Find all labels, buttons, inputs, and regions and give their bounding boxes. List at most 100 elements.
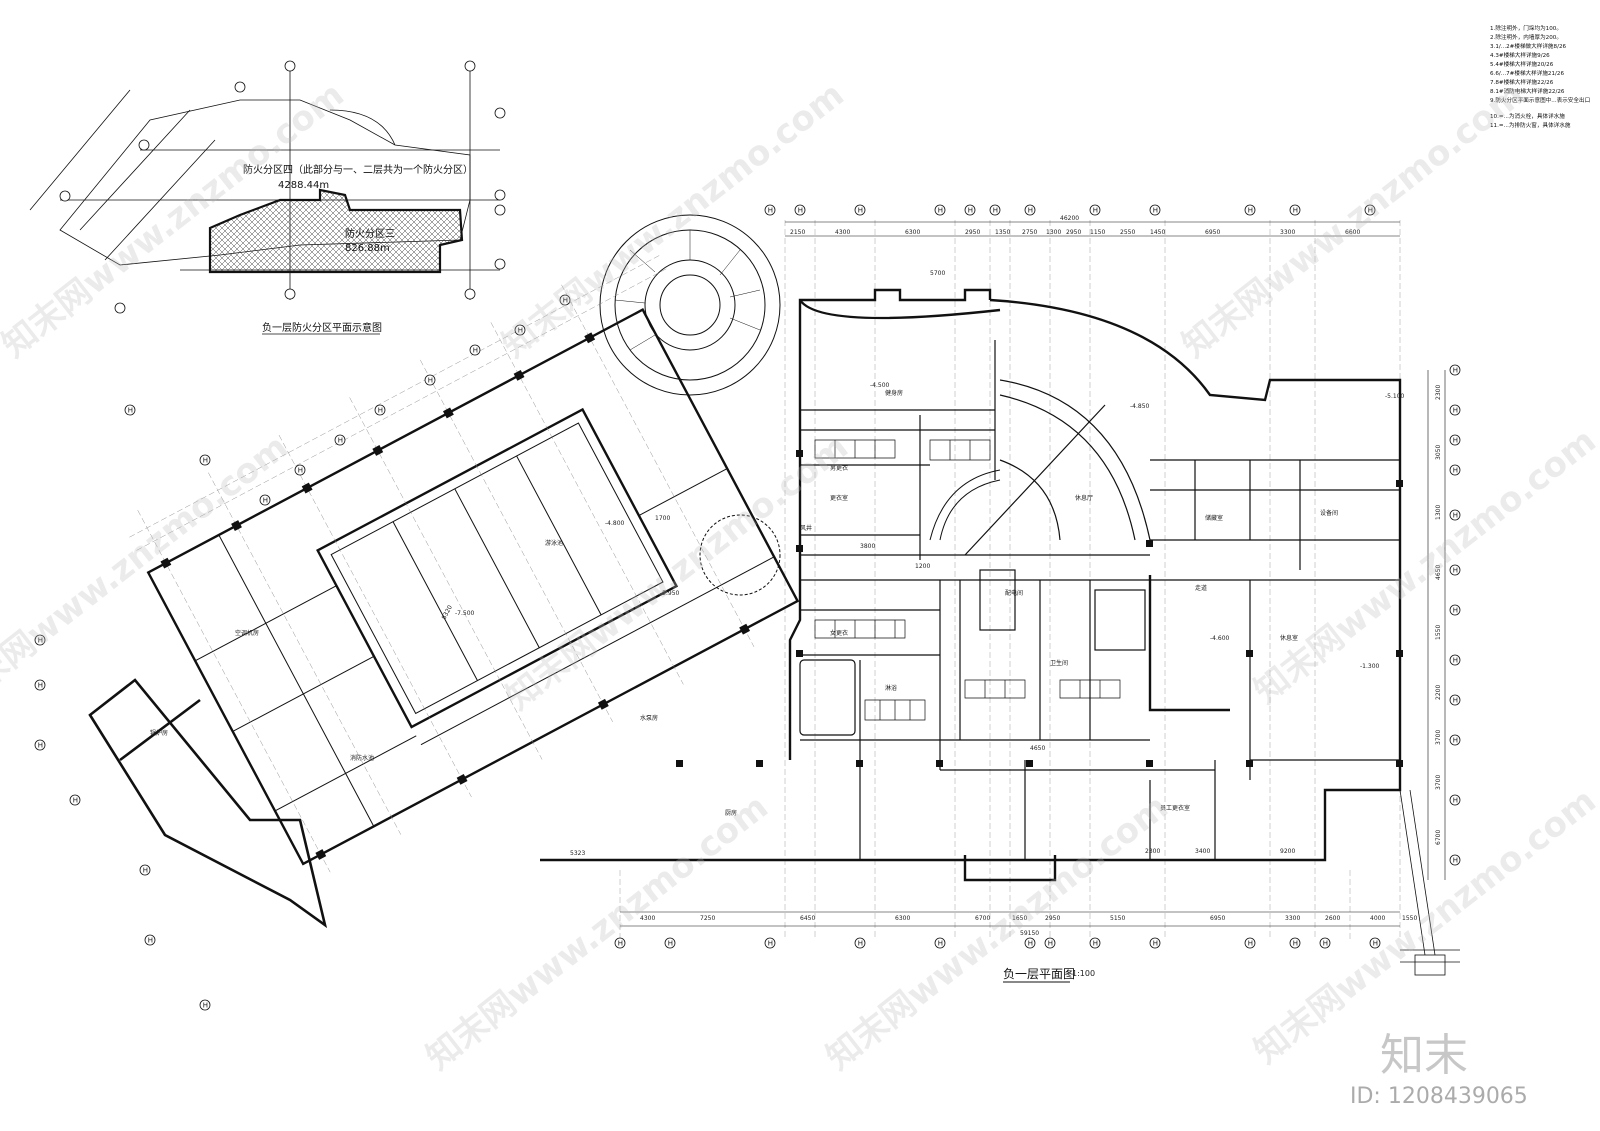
axis-bubble <box>1089 937 1101 949</box>
axis-bubble <box>259 494 271 506</box>
axis-bubble-label: H <box>298 466 303 474</box>
axis-bubble <box>1044 937 1056 949</box>
axis-bubble <box>124 404 136 416</box>
room-boiler: 锅炉房 <box>150 729 168 737</box>
room-corridor: 走道 <box>1195 584 1207 592</box>
bottom-dim-6: 1650 <box>1012 915 1027 922</box>
top-dim-9: 1150 <box>1090 229 1105 236</box>
note-4: 4.3#楼梯大样详施9/26 <box>1490 51 1550 59</box>
note-6: 6.6/...7#楼梯大样详施21/26 <box>1490 69 1564 77</box>
axis-bubble <box>934 937 946 949</box>
axis-bubble-label: H <box>1453 606 1458 614</box>
inner-dim-5: 4650 <box>1030 745 1045 752</box>
axis-bubble-label: H <box>38 741 43 749</box>
axis-bubble-label: H <box>1293 939 1298 947</box>
axis-bubble <box>139 864 151 876</box>
axis-bubble-label: H <box>128 406 133 414</box>
bottom-dim-1: 4300 <box>640 915 655 922</box>
plan-title: 负一层平面图 <box>1003 967 1075 981</box>
inner-dim-3: 3800 <box>860 543 875 550</box>
axis-bubble-label: H <box>73 796 78 804</box>
zone4-area: 4288.44m <box>278 180 329 191</box>
room-rest: 休息室 <box>1280 634 1298 642</box>
axis-bubble-label: H <box>1453 436 1458 444</box>
axis-bubble-label: H <box>1453 736 1458 744</box>
right-dim-3: 1300 <box>1435 505 1442 520</box>
axis-bubble-label: H <box>798 206 803 214</box>
axis-bubble <box>1089 204 1101 216</box>
top-dim-5: 1350 <box>995 229 1010 236</box>
axis-bubble-label: H <box>518 326 523 334</box>
top-dim-8: 2950 <box>1066 229 1081 236</box>
watermark-2: 知末网www.znzmo.com <box>495 75 852 366</box>
top-dim-3: 6300 <box>905 229 920 236</box>
axis-bubble-label: H <box>1153 206 1158 214</box>
axis-bubble <box>144 934 156 946</box>
room-lounge: 休息厅 <box>1075 494 1093 502</box>
fire-zone-keyplan: 防火分区四（此部分与一、二层共为一个防火分区） 4288.44m 防火分区三 8… <box>29 60 506 335</box>
axis-bubble <box>1449 734 1461 746</box>
axis-bubble-label: H <box>143 866 148 874</box>
inner-dim-2: 1700 <box>655 515 670 522</box>
watermark-5: 知末网www.znzmo.com <box>499 427 856 718</box>
watermark-8: 知末网www.znzmo.com <box>819 787 1176 1078</box>
axis-bubble-label: H <box>203 1001 208 1009</box>
room-kitchen: 厨房 <box>725 809 737 817</box>
inner-dim-7: 3400 <box>1195 848 1210 855</box>
axis-bubble <box>1449 464 1461 476</box>
axis-bubble <box>424 374 436 386</box>
room-women-changing: 女更衣 <box>830 629 848 637</box>
axis-bubble-label: H <box>968 206 973 214</box>
right-dim-6: 2200 <box>1435 685 1442 700</box>
general-notes: 1.除注明外，门垛均为100。 2.除注明外，内墙厚为200。 3.1/...2… <box>1490 24 1590 129</box>
right-dim-8: 3700 <box>1435 775 1442 790</box>
axis-bubble <box>664 937 676 949</box>
right-dim-5: 1550 <box>1435 625 1442 640</box>
axis-bubble-label: H <box>858 939 863 947</box>
axis-bubble <box>1449 604 1461 616</box>
top-dim-10: 2550 <box>1120 229 1135 236</box>
brand-logo: 知末 <box>1380 1030 1468 1081</box>
room-staff-changing: 员工更衣室 <box>1160 804 1190 812</box>
bottom-overall-dim: 59150 <box>1020 930 1039 937</box>
axis-bubble-label: H <box>473 346 478 354</box>
bottom-dim-9: 6950 <box>1210 915 1225 922</box>
axis-bubble <box>1449 509 1461 521</box>
axis-bubble <box>934 204 946 216</box>
axis-bubble <box>1244 204 1256 216</box>
room-fire-pool: 消防水池 <box>350 754 374 762</box>
bottom-dim-2: 7250 <box>700 915 715 922</box>
axis-bubble-label: H <box>618 939 623 947</box>
axis-bubble <box>764 204 776 216</box>
axis-bubble <box>199 454 211 466</box>
axis-bubble-label: H <box>768 939 773 947</box>
bottom-dim-12: 4000 <box>1370 915 1385 922</box>
top-overall-dim: 46200 <box>1060 215 1079 222</box>
axis-bubble-label: H <box>1453 656 1458 664</box>
axis-bubble <box>34 679 46 691</box>
room-gym: 健身房 <box>885 389 903 397</box>
level-3: -4.850 <box>1130 403 1150 410</box>
zone3-label: 防火分区三 <box>345 227 395 240</box>
axis-bubble-label: H <box>1293 206 1298 214</box>
axis-bubble <box>854 937 866 949</box>
axis-bubble <box>989 204 1001 216</box>
axis-bubble-label: H <box>1248 939 1253 947</box>
bottom-dim-3: 6450 <box>800 915 815 922</box>
axis-bubble <box>1289 937 1301 949</box>
axis-bubble-label: H <box>1323 939 1328 947</box>
right-dim-7: 3700 <box>1435 730 1442 745</box>
axis-bubble <box>34 634 46 646</box>
axis-bubble <box>964 204 976 216</box>
level-6: -5.950 <box>660 590 680 597</box>
axis-bubble <box>514 324 526 336</box>
axis-bubble-label: H <box>1453 566 1458 574</box>
axis-bubble <box>1244 937 1256 949</box>
axis-bubble <box>199 999 211 1011</box>
axis-bubble-label: H <box>38 681 43 689</box>
bottom-dim-11: 2600 <box>1325 915 1340 922</box>
axis-bubble-label: H <box>938 206 943 214</box>
inner-dim-9: 5323 <box>570 850 585 857</box>
axis-bubble <box>1369 937 1381 949</box>
axis-bubble-label: H <box>378 406 383 414</box>
